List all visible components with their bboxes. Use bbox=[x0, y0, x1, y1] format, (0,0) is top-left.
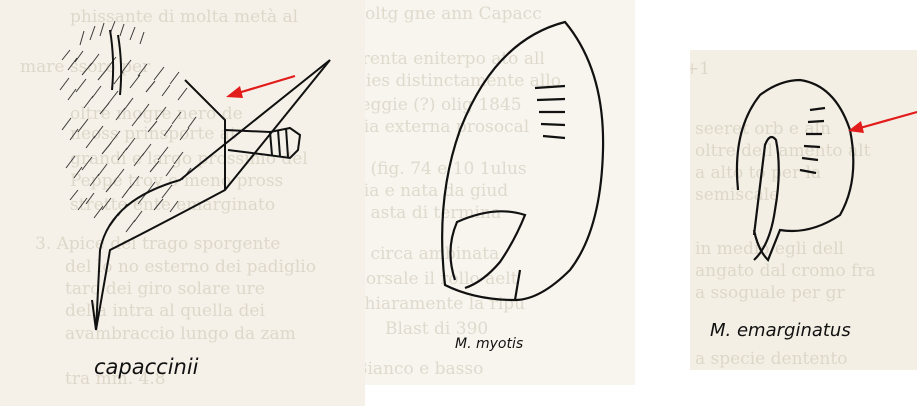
panel-myotis: oltg gne ann Capacc Irenta eniterpo ato … bbox=[365, 0, 635, 385]
myotis-ear-drawing bbox=[365, 0, 635, 385]
panel-capaccinii: phissante di molta metà al mare ssore pe… bbox=[0, 0, 365, 406]
caption-myotis: M. myotis bbox=[455, 336, 523, 352]
capaccinii-drawing bbox=[0, 0, 365, 406]
fur-hatching bbox=[60, 21, 196, 232]
caption-capaccinii: capaccinii bbox=[94, 355, 199, 379]
wing-outline bbox=[92, 30, 330, 330]
caption-emarginatus: M. emarginatus bbox=[710, 320, 851, 341]
panel-emarginatus: +1 seeret orb e aln oltre dell amento al… bbox=[690, 50, 917, 370]
red-arrow bbox=[226, 76, 295, 98]
